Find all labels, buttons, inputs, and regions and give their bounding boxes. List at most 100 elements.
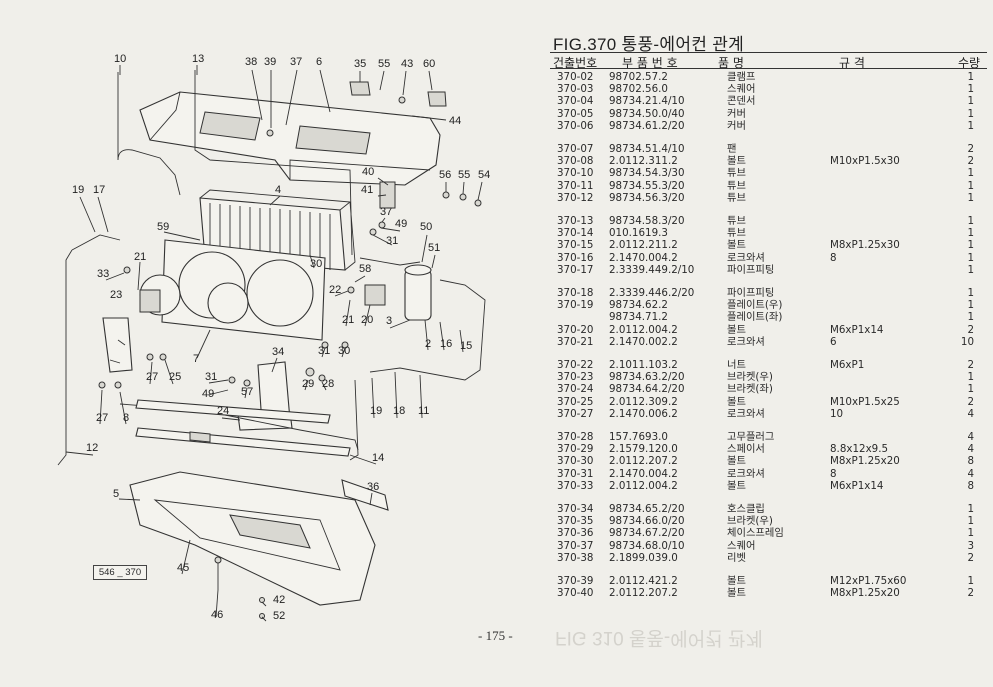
cell-code: 370-02: [557, 71, 594, 83]
cell-name: 튜브: [727, 167, 746, 180]
callout-37: 37: [290, 56, 302, 68]
cell-part: 2.1470.006.2: [609, 407, 678, 420]
cell-qty: 1: [967, 191, 974, 204]
cell-qty: 1: [967, 299, 974, 312]
cell-name: 볼트: [727, 587, 746, 600]
cell-spec: M8xP1.25x20: [830, 587, 900, 600]
cell-code: 370-21: [557, 335, 594, 348]
callout-27: 27: [146, 371, 158, 383]
cell-qty: 1: [967, 215, 974, 227]
cell-name: 커버: [727, 119, 746, 132]
cell-code: 370-05: [557, 107, 594, 120]
cell-code: 370-03: [557, 83, 594, 96]
cell-qty: 1: [967, 503, 974, 515]
callout-36: 36: [367, 481, 379, 493]
cell-part: 2.1470.004.2: [609, 251, 678, 264]
cell-name: 로크와셔: [727, 467, 765, 480]
callout-4: 4: [275, 184, 281, 196]
cell-code: 370-36: [557, 527, 594, 540]
cell-code: 370-08: [557, 155, 594, 168]
callout-17: 17: [93, 184, 105, 196]
cell-qty: 1: [967, 527, 974, 540]
callout-41: 41: [361, 184, 373, 196]
cell-part: 98734.54.3/30: [609, 167, 685, 180]
cell-part: 2.0112.311.2: [609, 155, 678, 168]
cell-code: 370-35: [557, 515, 594, 528]
cell-name: 클램프: [727, 71, 756, 83]
callout-31: 31: [205, 371, 217, 383]
callout-52: 52: [273, 610, 285, 622]
cell-qty: 2: [967, 323, 974, 336]
callout-39: 39: [264, 56, 276, 68]
cell-part: 2.1899.039.0: [609, 551, 678, 564]
cell-qty: 2: [967, 587, 974, 600]
header-spec: 규 격: [839, 56, 865, 70]
cell-code: 370-31: [557, 467, 594, 480]
cell-code: 370-16: [557, 251, 594, 264]
callout-8: 8: [123, 412, 129, 424]
cell-qty: 1: [967, 263, 974, 276]
cell-qty: 1: [967, 515, 974, 528]
cell-part: 98734.51.4/10: [609, 143, 685, 155]
cell-code: 370-10: [557, 167, 594, 180]
header-code: 건출번호: [553, 56, 598, 70]
cell-part: 98734.66.0/20: [609, 515, 685, 528]
cell-name: 호스클립: [727, 503, 765, 515]
callout-56: 56: [439, 169, 451, 181]
header-part: 부 품 번 호: [622, 56, 678, 70]
cell-code: 370-40: [557, 587, 594, 600]
cell-qty: 4: [967, 431, 974, 443]
top-cover-housing: [139, 91, 441, 186]
cell-spec: M8xP1.25x30: [830, 239, 900, 252]
cell-part: 010.1619.3: [609, 227, 668, 240]
cell-code: 370-28: [557, 431, 594, 443]
callout-7: 7: [193, 353, 199, 365]
callout-55: 55: [458, 169, 470, 181]
cell-code: 370-27: [557, 407, 594, 420]
cell-spec: M8xP1.25x20: [830, 455, 900, 468]
cell-qty: 1: [967, 167, 974, 180]
callout-44: 44: [449, 115, 461, 127]
callout-49: 49: [202, 388, 214, 400]
cell-qty: 1: [967, 287, 974, 299]
cell-code: 370-25: [557, 395, 594, 408]
cell-code: 370-04: [557, 95, 594, 108]
cell-qty: 2: [967, 395, 974, 408]
cell-code: 370-24: [557, 383, 594, 396]
cell-name: 스페이서: [727, 443, 765, 456]
cell-qty: 2: [967, 155, 974, 168]
callout-59: 59: [157, 221, 169, 233]
cell-part: 98734.56.3/20: [609, 191, 685, 204]
cell-name: 파이프피팅: [727, 263, 775, 276]
cell-name: 팬: [727, 143, 737, 155]
cell-name: 너트: [727, 359, 746, 371]
figure-reference-box: 546 _ 370: [93, 565, 147, 580]
cell-qty: 1: [967, 119, 974, 132]
callout-25: 25: [169, 371, 181, 383]
cell-part: 98734.64.2/20: [609, 383, 685, 396]
cell-spec: 8: [830, 467, 837, 480]
callout-42: 42: [273, 594, 285, 606]
cell-spec: M6xP1x14: [830, 323, 884, 336]
cell-name: 플레이트(좌): [727, 311, 783, 324]
cell-name: 튜브: [727, 227, 746, 240]
cell-name: 플레이트(우): [727, 299, 783, 312]
cell-part: 157.7693.0: [609, 431, 668, 443]
callout-19: 19: [72, 184, 84, 196]
cell-code: 370-11: [557, 179, 594, 192]
callout-20: 20: [361, 314, 373, 326]
callout-3: 3: [386, 315, 392, 327]
title-underline: [550, 52, 987, 53]
cell-spec: 8: [830, 251, 837, 264]
cell-qty: 2: [967, 551, 974, 564]
callout-31: 31: [318, 345, 330, 357]
cell-code: 370-22: [557, 359, 594, 371]
cell-code: 370-37: [557, 539, 594, 552]
callout-14: 14: [372, 452, 384, 464]
callout-33: 33: [97, 268, 109, 280]
cell-name: 볼트: [727, 323, 746, 336]
header-underline: [550, 68, 987, 69]
callout-23: 23: [110, 289, 122, 301]
cell-qty: 1: [967, 383, 974, 396]
